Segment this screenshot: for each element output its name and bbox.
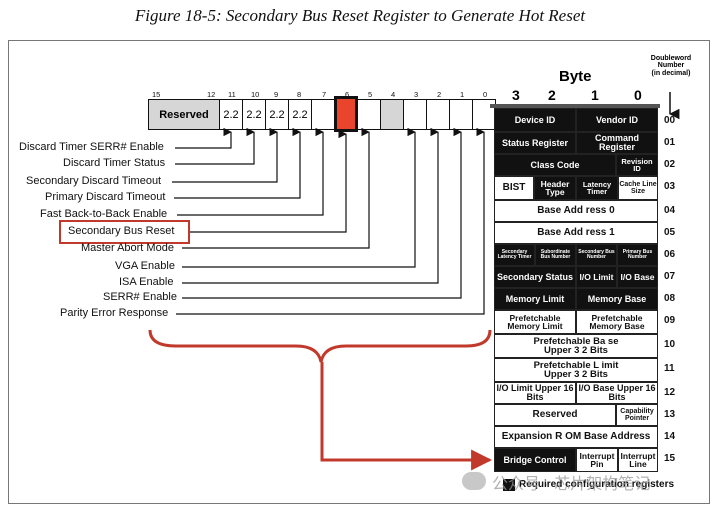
io-base: I/O Base: [617, 266, 658, 288]
bit-4: [380, 99, 404, 130]
dw-13: 13: [664, 409, 676, 420]
watermark: 公众号 · 芯片架构笔记: [492, 476, 651, 493]
bit-num-8: 8: [297, 90, 302, 99]
bit-num-9: 9: [274, 90, 279, 99]
dw-08: 08: [664, 293, 676, 304]
base-address-0: Base Add ress 0: [494, 200, 658, 222]
bit-num-15: 15: [152, 90, 161, 99]
interrupt-pin: Interrupt Pin: [576, 448, 618, 472]
dw-11: 11: [664, 363, 675, 374]
figure-title: Figure 18-5: Secondary Bus Reset Registe…: [134, 6, 586, 25]
expansion-rom-base-address: Expansion R OM Base Address: [494, 426, 658, 448]
byte-1: 1: [591, 87, 599, 103]
prefetchable-limit-upper-32: Prefetchable L imit Upper 3 2 Bits: [494, 358, 658, 382]
label-isa-enable: ISA Enable: [119, 276, 174, 288]
memory-base: Memory Base: [576, 288, 658, 310]
label-secondary-bus-reset: Secondary Bus Reset: [68, 225, 175, 237]
dw-06: 06: [664, 249, 676, 260]
bit-num-5: 5: [368, 90, 373, 99]
base-address-1: Base Add ress 1: [494, 222, 658, 244]
bit-num-7: 7: [322, 90, 327, 99]
capability-pointer: Capability Pointer: [616, 404, 658, 426]
dw-01: 01: [664, 137, 676, 148]
bit-num-12: 12: [207, 90, 216, 99]
dw-00: 00: [664, 115, 676, 126]
dw-02: 02: [664, 159, 676, 170]
figure-frame: [8, 40, 710, 504]
reserved-dword: Reserved: [494, 404, 616, 426]
secondary-bus-number: Secondary Bus Number: [576, 244, 617, 266]
dw-10: 10: [664, 339, 676, 350]
byte-title: Byte: [559, 68, 592, 85]
prefetchable-memory-limit: Prefetchable Memory Limit: [494, 310, 576, 334]
byte-3: 3: [512, 87, 520, 103]
label-vga-enable: VGA Enable: [115, 260, 175, 272]
io-limit-upper-16: I/O Limit Upper 16 Bits: [494, 382, 576, 404]
primary-bus-number: Primary Bus Number: [617, 244, 658, 266]
dw-04: 04: [664, 205, 676, 216]
label-parity-error-response: Parity Error Response: [60, 307, 169, 319]
class-code: Class Code: [494, 154, 616, 176]
bit-num-1: 1: [460, 90, 465, 99]
io-base-upper-16: I/O Base Upper 16 Bits: [576, 382, 658, 404]
label-serr-enable: SERR# Enable: [103, 291, 177, 303]
dw-05: 05: [664, 227, 676, 238]
interrupt-line: Interrupt Line: [618, 448, 658, 472]
dw-09: 09: [664, 315, 676, 326]
dw-12: 12: [664, 387, 676, 398]
bridge-control: Bridge Control: [494, 448, 576, 472]
bit-num-11: 11: [228, 90, 236, 99]
byte-0: 0: [634, 87, 642, 103]
dw-07: 07: [664, 271, 676, 282]
header-type: Header Type: [534, 176, 576, 200]
revision-id: Revision ID: [616, 154, 658, 176]
bit-num-2: 2: [437, 90, 442, 99]
label-primary-discard-timeout: Primary Discard Timeout: [45, 191, 166, 203]
bit-9: 2.2: [265, 99, 289, 130]
legend-swatch: [503, 479, 515, 491]
label-discard-timer-status: Discard Timer Status: [63, 157, 166, 169]
bit-1: [449, 99, 473, 130]
bit-8: 2.2: [288, 99, 312, 130]
highlight-box: [59, 220, 190, 244]
command-register: Command Register: [576, 132, 658, 154]
dw-03: 03: [664, 181, 676, 192]
label-secondary-discard-timeout: Secondary Discard Timeout: [26, 175, 162, 187]
bit-num-6: 6: [345, 90, 350, 99]
cache-line-size: Cache Line Size: [618, 176, 658, 200]
bit-num-4: 4: [391, 90, 396, 99]
dw-14: 14: [664, 431, 676, 442]
label-fast-back-to-back-enable: Fast Back-to-Back Enable: [40, 208, 168, 220]
bit-5: [357, 99, 381, 130]
vendor-id: Vendor ID: [576, 108, 658, 132]
latency-timer: Latency Timer: [576, 176, 618, 200]
prefetchable-base-upper-32: Prefetchable Ba se Upper 3 2 Bits: [494, 334, 658, 358]
bist: BIST: [494, 176, 534, 200]
byte-2: 2: [548, 87, 556, 103]
label-master-abort-mode: Master Abort Mode: [81, 242, 174, 254]
memory-limit: Memory Limit: [494, 288, 576, 310]
dw-15: 15: [664, 453, 676, 464]
legend-label: Required configuration registers: [519, 479, 675, 490]
bit-num-0: 0: [483, 90, 488, 99]
bit-num-3: 3: [414, 90, 419, 99]
subordinate-bus-number: Subordinate Bus Number: [535, 244, 576, 266]
device-id: Device ID: [494, 108, 576, 132]
bit-3: [403, 99, 427, 130]
secondary-latency-timer: Secondary Latency Timer: [494, 244, 535, 266]
io-limit: I/O Limit: [576, 266, 617, 288]
table-top-bevel: [490, 104, 660, 108]
prefetchable-memory-base: Prefetchable Memory Base: [576, 310, 658, 334]
status-register: Status Register: [494, 132, 576, 154]
secondary-status: Secondary Status: [494, 266, 576, 288]
wechat-icon: [462, 472, 486, 490]
label-discard-timer-serr-enable: Discard Timer SERR# Enable: [19, 141, 164, 153]
doubleword-header: Doubleword Number (in decimal): [650, 55, 692, 77]
bit-num-10: 10: [251, 90, 260, 99]
